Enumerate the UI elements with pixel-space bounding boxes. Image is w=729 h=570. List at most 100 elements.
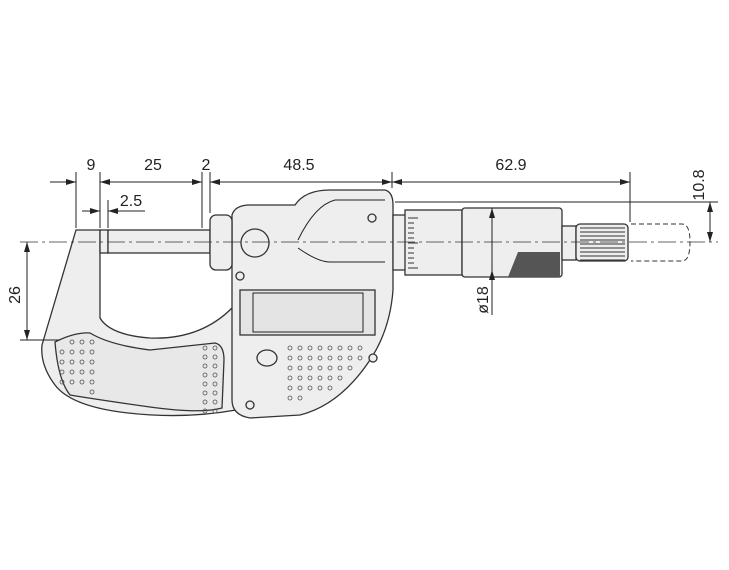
grip-dot — [317, 365, 323, 371]
dim-label-10-8: 10.8 — [691, 169, 708, 200]
spindle-collar — [209, 214, 233, 271]
thimble-knurl — [508, 252, 560, 277]
grip-dot — [307, 375, 313, 381]
grip-dot — [59, 349, 65, 355]
grip-dot — [297, 385, 303, 391]
grip-dot — [202, 390, 208, 396]
grip-dot — [89, 359, 95, 365]
grip-dot — [202, 399, 208, 405]
grip-dot — [79, 359, 85, 365]
ratchet-knob — [575, 223, 629, 262]
grip-dot — [89, 379, 95, 385]
grip-dot — [212, 345, 218, 351]
grip-dot — [327, 345, 333, 351]
body-groove — [297, 199, 385, 263]
grip-dot — [287, 345, 293, 351]
grip-dot — [212, 372, 218, 378]
grip-dot — [212, 408, 218, 414]
grip-dot — [307, 365, 313, 371]
grip-dot — [307, 355, 313, 361]
grip-dot — [202, 408, 208, 414]
grip-dot — [89, 369, 95, 375]
dim-label-2: 2 — [202, 157, 211, 174]
dim-label-26: 26 — [7, 286, 24, 304]
grip-dot — [317, 385, 323, 391]
grip-dot — [202, 363, 208, 369]
grip-dot — [212, 399, 218, 405]
dim-label-2-5: 2.5 — [120, 193, 142, 210]
grip-dot — [79, 349, 85, 355]
grip-dot — [212, 390, 218, 396]
grip-dot — [327, 385, 333, 391]
grip-dot — [297, 375, 303, 381]
spindle — [107, 229, 211, 254]
grip-dot — [287, 385, 293, 391]
lock-knob — [240, 228, 270, 258]
grip-dot — [79, 369, 85, 375]
dim-label-48-5: 48.5 — [283, 157, 314, 174]
grip-dot — [297, 355, 303, 361]
screws — [235, 213, 378, 410]
grip-dot — [337, 375, 343, 381]
grip-dot — [69, 369, 75, 375]
grip-dot — [202, 372, 208, 378]
grip-dot — [69, 359, 75, 365]
grip-dot — [287, 375, 293, 381]
function-button — [256, 349, 278, 367]
grip-dot — [297, 365, 303, 371]
grip-dot — [59, 369, 65, 375]
grip-dot — [89, 339, 95, 345]
grip-dot — [69, 339, 75, 345]
grip-dot — [327, 365, 333, 371]
ratchet-neck — [561, 225, 577, 261]
grip-dot — [89, 349, 95, 355]
grip-dot — [89, 389, 95, 395]
grip-dots-left — [59, 339, 218, 414]
grip-pad-left — [54, 332, 225, 412]
grip-dot — [347, 345, 353, 351]
grip-dot — [212, 354, 218, 360]
dim-label-9: 9 — [87, 157, 96, 174]
grip-dot — [307, 345, 313, 351]
grip-dot — [69, 379, 75, 385]
dimension-lines — [24, 179, 713, 340]
grip-dot — [59, 359, 65, 365]
grip-dot — [297, 395, 303, 401]
display-window — [239, 289, 376, 336]
graduation-marks — [408, 217, 418, 269]
grip-dot — [202, 381, 208, 387]
grip-dot — [212, 381, 218, 387]
grip-dot — [287, 365, 293, 371]
grip-dot — [327, 355, 333, 361]
grip-dot — [357, 355, 363, 361]
grip-dot — [317, 375, 323, 381]
grip-dot — [317, 345, 323, 351]
grip-dot — [357, 345, 363, 351]
display-inner — [252, 292, 364, 333]
grip-dot — [202, 345, 208, 351]
grip-dots-right — [287, 345, 363, 401]
anvil — [99, 229, 109, 254]
ratchet-phantom — [631, 223, 691, 262]
grip-dot — [347, 355, 353, 361]
grip-dot — [337, 365, 343, 371]
grip-dot — [202, 354, 208, 360]
grip-dot — [317, 355, 323, 361]
grip-dot — [79, 339, 85, 345]
grip-dot — [297, 345, 303, 351]
grip-dot — [337, 355, 343, 361]
ratchet-knurl — [580, 227, 625, 261]
dim-label-diameter-18: ø18 — [475, 286, 492, 314]
grip-dot — [69, 349, 75, 355]
dim-label-62-9: 62.9 — [495, 157, 526, 174]
grip-dot — [307, 385, 313, 391]
grip-dot — [79, 379, 85, 385]
grip-dot — [59, 379, 65, 385]
grip-dot — [287, 395, 293, 401]
grip-dot — [327, 375, 333, 381]
grip-dot — [337, 345, 343, 351]
dim-label-25: 25 — [144, 157, 162, 174]
grip-dot — [287, 355, 293, 361]
grip-dot — [347, 365, 353, 371]
